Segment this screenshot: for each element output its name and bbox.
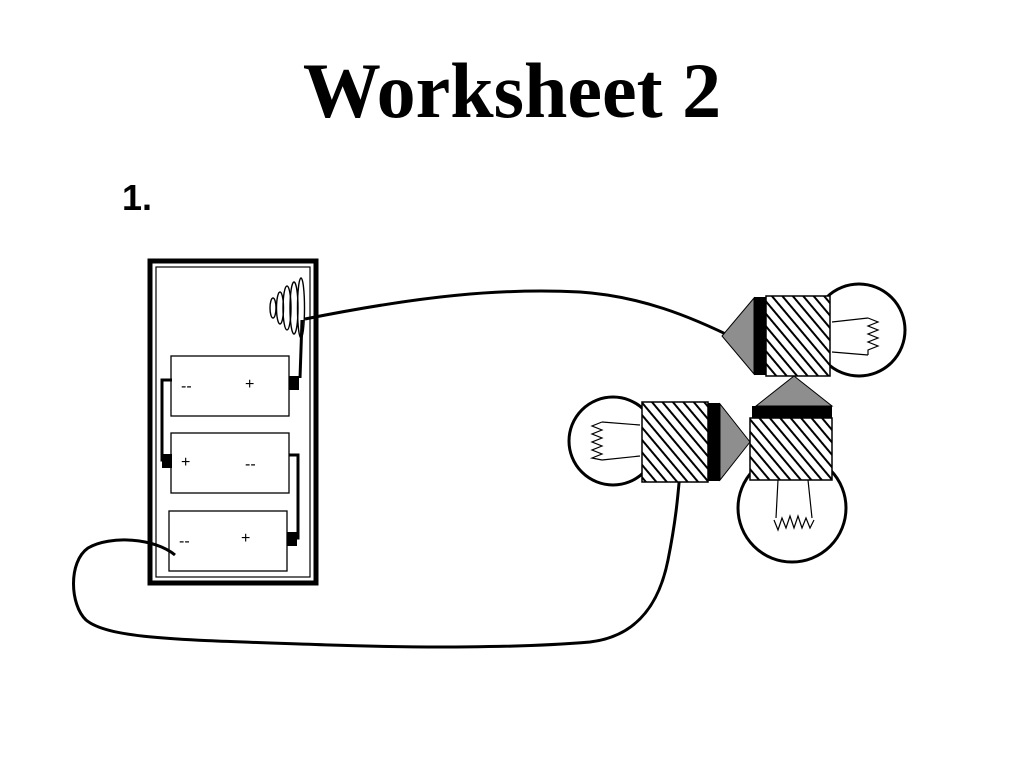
bulb-1-tip [721,296,755,376]
question-number: 1. [122,177,153,218]
battery-cell-3: -- + [168,510,297,572]
cell-1-left-terminal-label: -- [181,378,192,395]
spring-lead [298,319,304,379]
connector-cell-1-2 [160,378,172,462]
cell-3-left-terminal-label: -- [179,533,190,550]
bulb-2-filament-supports [601,421,641,461]
bulb-1-base [765,295,831,377]
page-title: Worksheet 2 [302,47,722,134]
bulb-2-base [641,401,709,483]
wire-bottom [72,471,682,649]
battery-cell-1: -- + [170,355,299,417]
bulb-3-filament-supports [775,479,813,519]
bulb-3 [736,375,848,564]
bulb-1-contact-band [754,297,766,375]
bulb-1 [721,282,907,378]
wire-top [304,289,739,342]
connector-cell-2-3 [289,453,300,540]
battery-pack: -- + + -- -- + [147,258,319,586]
bulb-1-filament-supports [831,317,869,356]
cell-1-terminal [289,376,299,390]
cell-2-terminal [162,454,172,468]
cell-2-left-terminal-label: + [181,454,190,471]
bulb-2-contact-band [708,403,720,481]
bulb-1-filament [866,317,880,355]
battery-case-inner [155,266,311,578]
bulb-2-tip [719,402,751,482]
bulb-3-filament [773,514,815,532]
bulb-3-contact-band [752,406,832,418]
bulb-3-tip [754,375,834,407]
cell-3-right-terminal-label: + [241,530,250,547]
cell-2-right-terminal-label: -- [245,456,256,473]
bulb-2-filament [589,421,604,461]
bulb-2 [567,395,751,487]
bulb-3-base [749,417,833,481]
battery-cell-2: + -- [162,432,290,494]
cell-1-right-terminal-label: + [245,376,254,393]
